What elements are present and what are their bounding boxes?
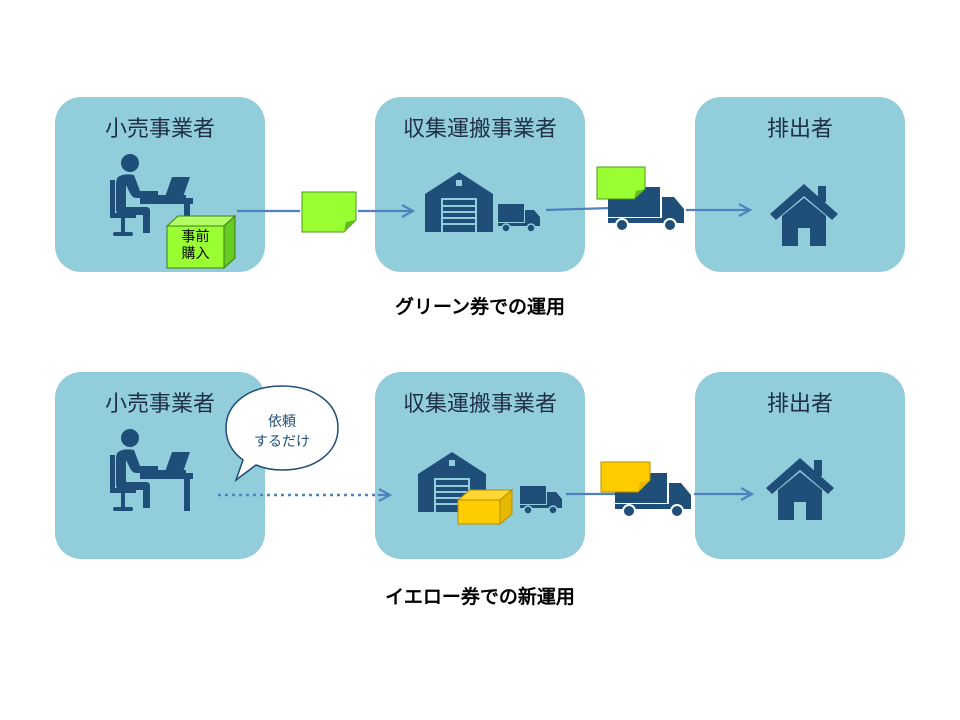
prepurchase-label-line2: 購入 (181, 246, 210, 262)
speech-bubble (225, 385, 339, 483)
prepurchase-label: 事前 購入 (167, 229, 224, 263)
discharger-title: 排出者 (766, 117, 833, 142)
green-prepurchase-box-icon (165, 214, 237, 270)
collector-box-green: 収集運搬事業者 (375, 97, 585, 272)
bubble-text-line2: するだけ (254, 434, 310, 450)
flow-arrow-line (545, 206, 613, 212)
retailer-title: 小売事業者 (104, 117, 215, 142)
discharger-box-green: 排出者 (695, 97, 905, 272)
small-truck-icon (497, 203, 541, 233)
collector-box-yellow: 収集運搬事業者 (375, 372, 585, 559)
house-icon (766, 458, 834, 520)
collector-title: 収集運搬事業者 (402, 392, 557, 417)
bubble-text: 依頼 するだけ (232, 412, 332, 452)
yellow-caption: イエロー券での新運用 (385, 586, 575, 608)
bubble-text-line1: 依頼 (268, 414, 296, 430)
green-ticket-on-truck-icon (596, 166, 646, 200)
yellow-box-icon (456, 488, 514, 526)
green-ticket-icon (301, 191, 357, 233)
retailer-box-green: 小売事業者 (55, 97, 265, 272)
yellow-ticket-on-truck-icon (600, 461, 651, 493)
collector-title: 収集運搬事業者 (402, 117, 557, 142)
green-caption: グリーン券での運用 (394, 296, 566, 318)
small-truck-icon (519, 485, 563, 515)
prepurchase-label-line1: 事前 (181, 229, 210, 245)
house-icon (770, 184, 838, 246)
retailer-box-yellow: 小売事業者 (55, 372, 265, 559)
retailer-title: 小売事業者 (104, 392, 215, 417)
warehouse-icon (425, 172, 493, 232)
discharger-title: 排出者 (766, 392, 833, 417)
person-at-desk-icon (110, 429, 193, 511)
